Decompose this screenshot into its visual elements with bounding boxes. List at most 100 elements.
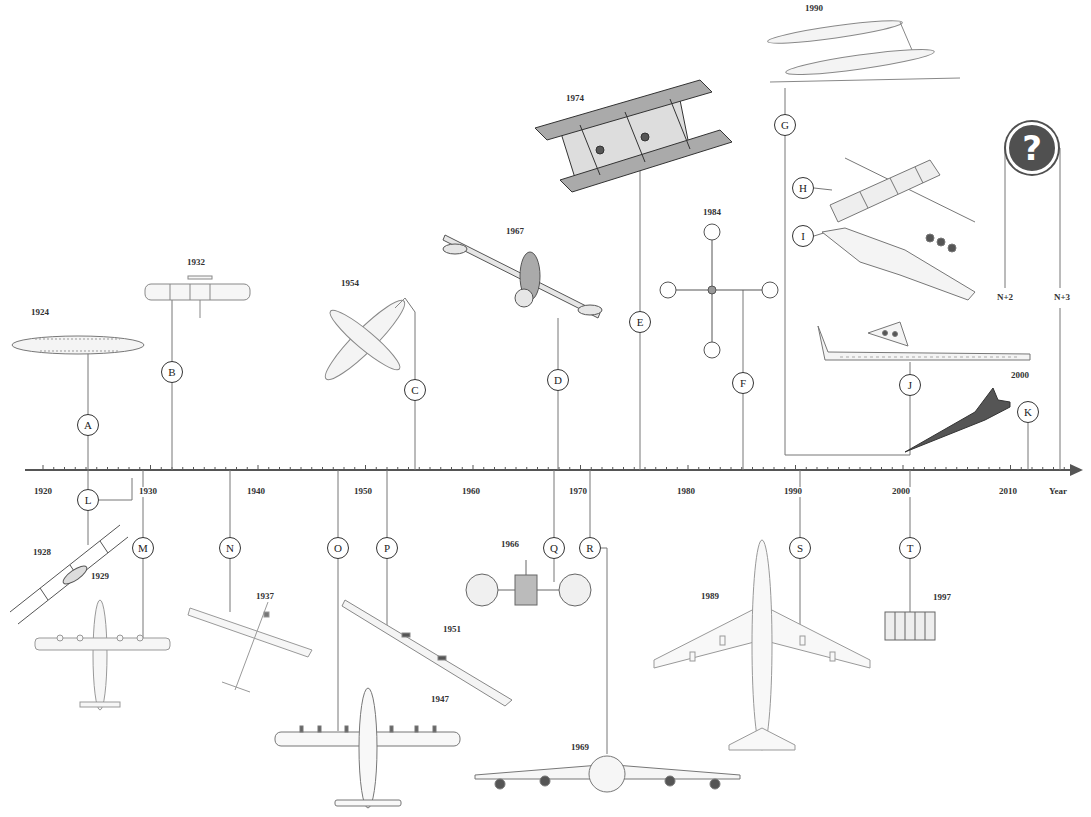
axis-ticks-part xyxy=(354,467,355,470)
axis-ticks-part xyxy=(1010,465,1011,470)
axis-label: 1980 xyxy=(676,487,696,497)
supersonic-sketch-part xyxy=(905,388,1010,452)
letter-circle: A xyxy=(77,414,99,436)
tube-wing-sketch-part xyxy=(915,167,923,183)
node-letter: K xyxy=(1024,407,1032,418)
axis-ticks-part xyxy=(999,467,1000,470)
axis-ticks-part xyxy=(806,467,807,470)
axis-ticks-part xyxy=(397,467,398,470)
small-craft-sketch-part xyxy=(925,612,926,640)
axis-ticks-part xyxy=(666,467,667,470)
axis-ticks-part xyxy=(720,467,721,470)
flying-boat-sketch-part xyxy=(335,800,401,806)
letter-circle: B xyxy=(161,361,183,383)
long-wing-sketch-part xyxy=(578,305,602,315)
flying-wing-sketch-part xyxy=(210,284,211,300)
biplane-sketch-part xyxy=(10,525,120,612)
axis-ticks-part xyxy=(537,467,538,470)
axis-ticks-part xyxy=(129,467,130,470)
biplane-sketch xyxy=(10,525,128,624)
x-wing-sketch-part xyxy=(318,293,411,386)
letter-circle: G xyxy=(774,114,796,136)
year-label: 1997 xyxy=(932,593,952,603)
leader-line-part xyxy=(172,300,173,470)
axis-ticks-part xyxy=(451,467,452,470)
letter-circle: T xyxy=(899,537,921,559)
axis-ticks-part xyxy=(763,467,764,470)
axis-label: 1940 xyxy=(246,487,266,497)
airliner-sketch-part xyxy=(729,728,795,750)
rotor-cross-sketch-part xyxy=(668,290,770,291)
axis-ticks-part xyxy=(956,467,957,470)
node-letter: H xyxy=(799,183,807,194)
catamaran-sketch-part xyxy=(535,80,712,140)
airliner-sketch-part xyxy=(720,636,725,645)
node-letter: A xyxy=(84,420,92,431)
monoplane-sketch-part xyxy=(77,635,83,641)
long-wing-sketch xyxy=(443,235,602,318)
year-label: 1928 xyxy=(32,548,52,558)
catamaran-sketch xyxy=(535,80,732,192)
letter-circle: I xyxy=(792,225,814,247)
rotor-cross-sketch-part xyxy=(708,286,716,294)
axis-ticks-part xyxy=(526,467,527,470)
generation-label: N+2 xyxy=(996,293,1014,303)
axis-ticks-part xyxy=(193,467,194,470)
year-label: 1954 xyxy=(340,279,360,289)
axis-ticks-part xyxy=(795,465,796,470)
jumbo-front-sketch-part xyxy=(665,776,675,786)
axis-ticks-part xyxy=(473,465,474,470)
axis-ticks-part xyxy=(559,467,560,470)
monoplane-sketch-part xyxy=(137,635,143,641)
strut-wing-sketch-part xyxy=(818,326,1030,360)
axis-label: 2010 xyxy=(998,487,1018,497)
flying-wing-sketch-part xyxy=(188,276,212,279)
axis-ticks-part xyxy=(827,467,828,470)
jumbo-front-sketch xyxy=(475,756,740,792)
swept-plane-sketch xyxy=(188,602,312,692)
letter-circle: Q xyxy=(543,537,565,559)
letter-circle: N xyxy=(219,537,241,559)
node-letter: S xyxy=(797,543,803,554)
twin-fuselage-sketch-part xyxy=(785,45,935,80)
tube-wing-sketch-part xyxy=(830,160,940,222)
axis-label: 1930 xyxy=(138,487,158,497)
axis-ticks-part xyxy=(204,467,205,470)
leader-line xyxy=(88,88,1060,754)
tube-wing-sketch-part xyxy=(890,178,898,194)
node-letter: C xyxy=(411,385,418,396)
node-letter: P xyxy=(384,543,390,554)
leader-line-part xyxy=(88,353,89,470)
year-label: 1937 xyxy=(255,592,275,602)
letter-circle: P xyxy=(376,537,398,559)
fan-lift-sketch-part xyxy=(526,560,527,575)
node-letter: J xyxy=(908,380,912,391)
small-craft-sketch xyxy=(885,612,935,640)
rotor-cross-sketch xyxy=(660,224,778,358)
letter-circle: C xyxy=(404,379,426,401)
axis-ticks-part xyxy=(1064,467,1065,470)
axis-ticks-part xyxy=(731,467,732,470)
twin-fuselage-sketch xyxy=(767,17,960,82)
small-wing-sketch xyxy=(868,322,908,346)
airliner-sketch xyxy=(654,540,870,750)
axis-ticks-part xyxy=(935,467,936,470)
axis-ticks-part xyxy=(903,465,904,470)
swept-plane-sketch-part xyxy=(235,602,268,690)
fan-lift-sketch-part xyxy=(559,574,591,606)
axis-ticks-part xyxy=(290,467,291,470)
blended-wing-sketch-part xyxy=(937,238,945,246)
axis-ticks-part xyxy=(311,467,312,470)
rotor-cross-sketch-part xyxy=(704,224,720,240)
node-letter: E xyxy=(637,317,644,328)
airship-sketch xyxy=(12,336,144,354)
axis-ticks-part xyxy=(225,467,226,470)
year-label: 1984 xyxy=(702,208,722,218)
small-craft-sketch-part xyxy=(905,612,906,640)
axis-ticks-part xyxy=(107,467,108,470)
node-letter: ? xyxy=(1022,131,1042,165)
axis-ticks-part xyxy=(462,467,463,470)
axis-ticks-part xyxy=(548,467,549,470)
monoplane-sketch-part xyxy=(35,638,170,650)
